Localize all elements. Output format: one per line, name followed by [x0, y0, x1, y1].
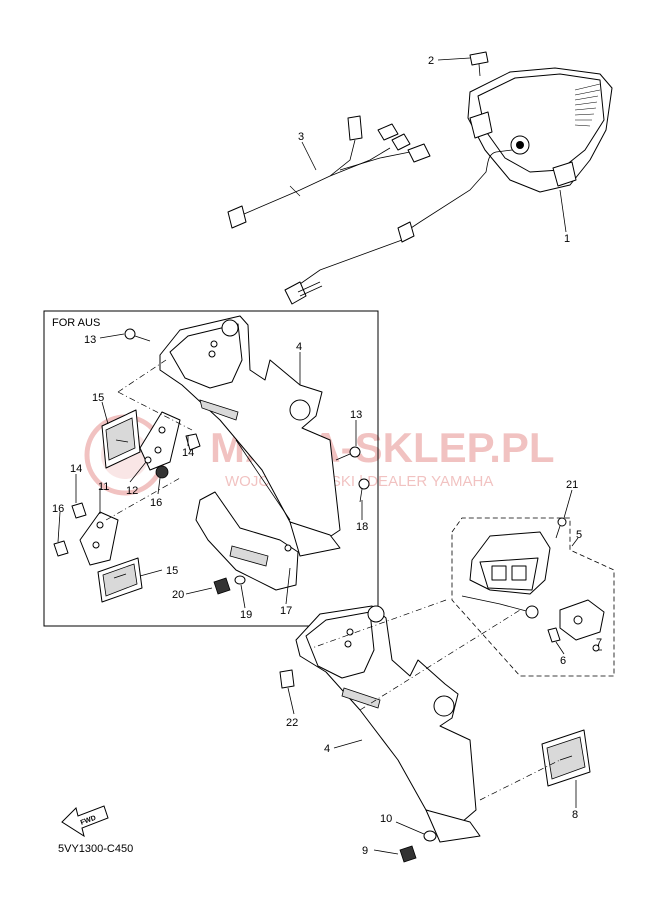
callouts: 2 3 1 13 4 15 13 14 12 14 16 11 16 18 15… [52, 55, 602, 857]
reflector-plate-lower [97, 557, 143, 603]
tail-light-unit [284, 67, 613, 305]
callout-15b: 15 [166, 565, 178, 577]
fwd-arrow-icon: FWD [61, 805, 109, 838]
bracket-17 [195, 491, 299, 591]
for-aus-box [43, 310, 379, 627]
callout-8: 8 [572, 809, 578, 821]
bolt-21 [555, 517, 567, 539]
callout-16b: 16 [52, 503, 64, 515]
callout-2: 2 [428, 55, 434, 67]
bolt-13-upper [124, 328, 151, 342]
callout-9: 9 [362, 845, 368, 857]
nut-14-right [185, 433, 201, 451]
callout-3: 3 [298, 131, 304, 143]
bracket-12 [139, 411, 181, 471]
wire-harness [227, 115, 431, 229]
callout-15: 15 [92, 392, 104, 404]
callout-4b: 4 [324, 743, 330, 755]
license-light-housing [469, 531, 551, 595]
clip-22 [279, 669, 295, 689]
callout-13: 13 [84, 334, 96, 346]
callout-5: 5 [576, 529, 582, 541]
nut-14-left [71, 502, 87, 519]
callout-21: 21 [566, 479, 578, 491]
callout-14b: 14 [182, 447, 194, 459]
callout-6: 6 [560, 655, 566, 667]
fender-bracket-upper [159, 315, 341, 557]
callout-11: 11 [98, 481, 109, 493]
callout-17: 17 [280, 605, 292, 617]
callout-10: 10 [380, 813, 392, 825]
callout-12: 12 [126, 485, 138, 497]
bulb-6 [547, 627, 561, 643]
bracket-11 [79, 511, 119, 566]
screw-2 [469, 51, 489, 77]
callout-18: 18 [356, 521, 368, 533]
screw-7 [592, 644, 600, 652]
nut-16-left [53, 540, 69, 557]
callout-20: 20 [172, 589, 184, 601]
callout-7: 7 [596, 637, 602, 649]
diagram-code: 5VY1300-C450 [58, 843, 133, 855]
reflector-8 [541, 729, 591, 787]
fender-bracket-lower [295, 605, 481, 843]
callout-22: 22 [286, 717, 298, 729]
for-aus-label: FOR AUS [52, 317, 100, 329]
license-light-group-outline [451, 517, 615, 677]
callout-13b: 13 [350, 409, 362, 421]
reflector-plate-upper [101, 409, 141, 469]
guide-lines [105, 359, 561, 801]
callout-19: 19 [240, 609, 252, 621]
washer-19 [234, 575, 246, 585]
bulb-socket [461, 595, 605, 641]
leader-lines [57, 57, 602, 855]
bolt-13-right [335, 446, 361, 461]
nut-20 [213, 577, 231, 595]
callout-1: 1 [564, 233, 570, 245]
nut-16-right [155, 465, 169, 479]
callout-16: 16 [150, 497, 162, 509]
washer-10 [423, 830, 437, 842]
bolt-18 [358, 478, 370, 503]
callout-14: 14 [70, 463, 82, 475]
callout-4: 4 [296, 341, 302, 353]
nut-9 [399, 845, 417, 863]
